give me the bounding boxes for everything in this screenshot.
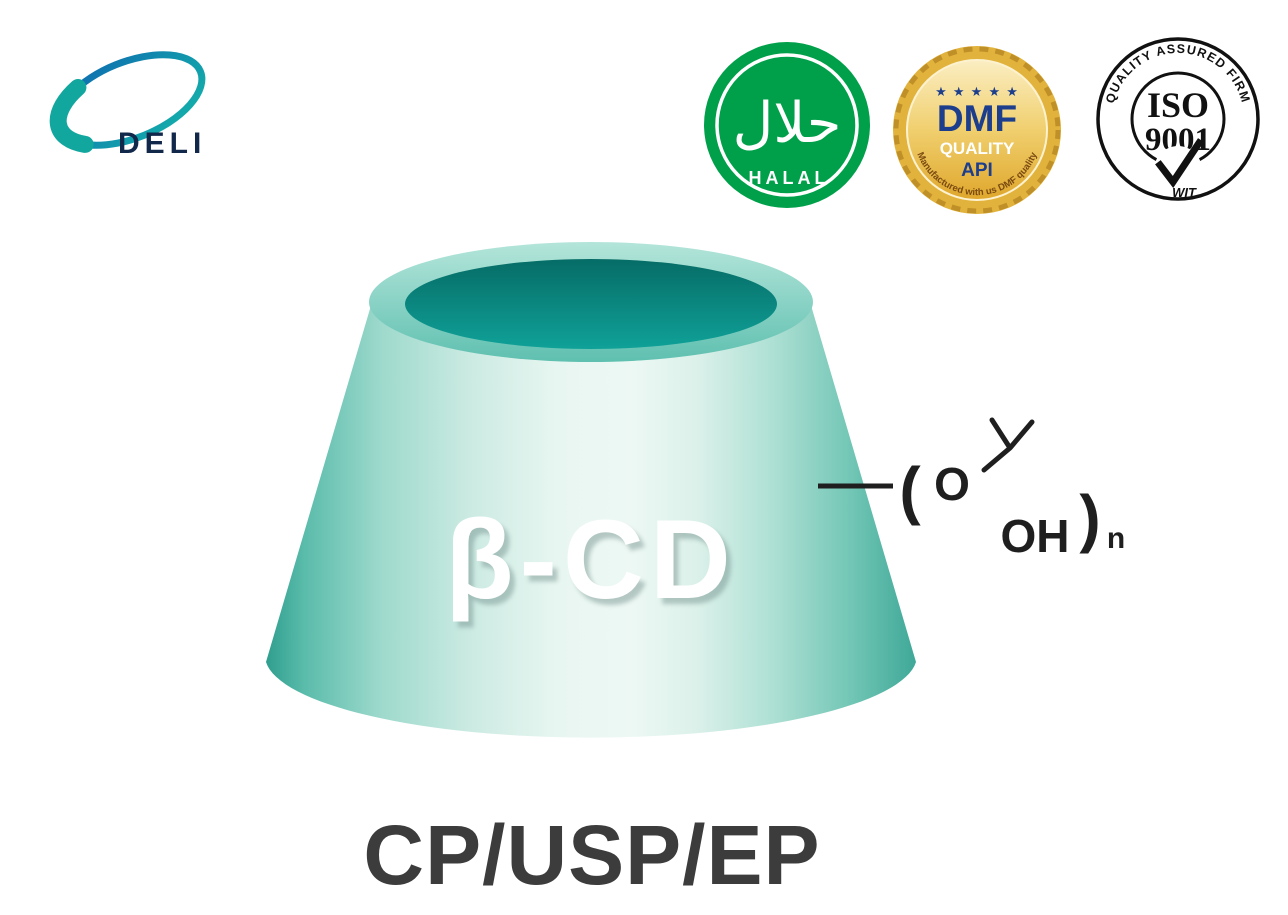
dmf-api-label: API (961, 160, 993, 181)
dmf-badge: ★ ★ ★ ★ ★ DMF QUALITY API Manufactured w… (893, 46, 1061, 214)
dmf-stars: ★ ★ ★ ★ ★ (935, 85, 1019, 100)
oxygen-label: O (934, 458, 970, 510)
chemical-formula: ( O OH ) n (818, 417, 1125, 562)
dmf-scallop-edge (893, 46, 1061, 214)
halal-circle (704, 42, 870, 208)
deli-logo-text: DELI (118, 127, 206, 160)
dmf-quality-label: QUALITY (940, 139, 1015, 158)
cone-opening (405, 259, 777, 349)
cone-label: β-CD (445, 497, 736, 622)
formula-close-paren: ) (1079, 482, 1100, 554)
check-icon (1155, 138, 1204, 189)
dmf-face (906, 59, 1048, 201)
standards-text: CP/USP/EP (363, 808, 820, 902)
hydroxyl-label: OH (1001, 510, 1070, 562)
iso-title: ISO (1147, 85, 1209, 125)
dmf-title: DMF (937, 98, 1017, 139)
iso-badge: QUALITY ASSURED FIRM ISO 9001 WIT (1096, 37, 1260, 201)
deli-logo: DELI (49, 51, 206, 160)
formula-open-paren: ( (899, 454, 921, 526)
deli-swoosh-icon (49, 51, 206, 153)
halal-arabic-text: حلال (733, 91, 842, 156)
halal-label: HALAL (749, 168, 830, 188)
cyclodextrin-cone: β-CD (266, 242, 916, 738)
hydroxypropyl-branch (981, 417, 1035, 473)
formula-subscript-n: n (1107, 522, 1125, 555)
cone-body (266, 302, 916, 738)
iso-mark-text: WIT (1172, 185, 1197, 200)
halal-badge: حلال HALAL (704, 42, 870, 208)
halal-inner-ring (715, 53, 859, 197)
